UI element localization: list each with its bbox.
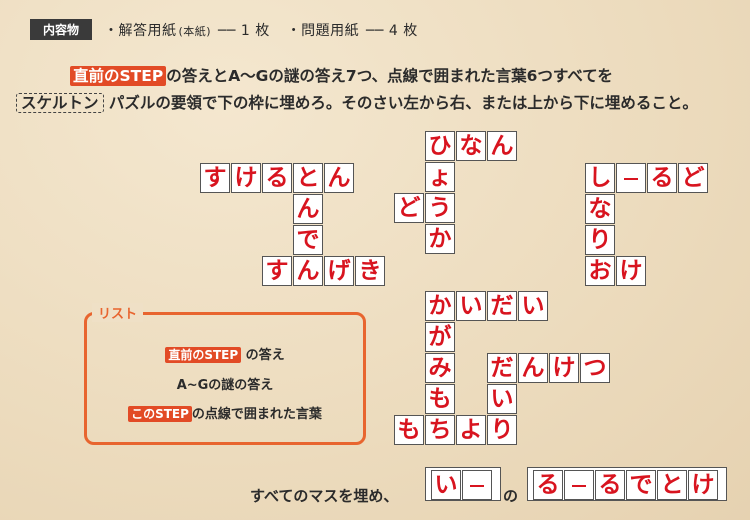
answer-2-cell[interactable]: る	[595, 470, 625, 500]
answer-1-cell[interactable]: い	[431, 470, 461, 500]
word-mochiyori-cell[interactable]: ち	[425, 415, 455, 445]
list-row-1: 直前のSTEP の答え	[84, 344, 366, 363]
answer-1-cell[interactable]	[462, 470, 492, 500]
list-row-1-text: の答え	[245, 348, 285, 363]
word-hinan-cell[interactable]: な	[456, 131, 486, 161]
answer-2-cell[interactable]: と	[657, 470, 687, 500]
word-oke-cell[interactable]: け	[616, 256, 646, 286]
word-you-cell[interactable]: か	[425, 224, 455, 254]
list-row-2-text: A~Gの謎の答え	[176, 378, 274, 393]
word-hinan-cell[interactable]: ひ	[425, 131, 455, 161]
list-row-3-tag: このSTEP	[128, 406, 192, 422]
word-suketon-cell[interactable]: ん	[324, 163, 354, 193]
item-answer-sheet-count: ── 1 枚	[218, 23, 270, 39]
list-row-3-text: の点線で囲まれた言葉	[191, 407, 322, 422]
contents-line: ・解答用紙(本紙) ── 1 枚 ・問題用紙 ── 4 枚	[104, 20, 420, 40]
word-dou-cell[interactable]: ど	[394, 193, 424, 223]
word-shiirudo-cell[interactable]	[616, 163, 646, 193]
word-you-cell[interactable]: ょ	[425, 162, 455, 192]
answer-2-cell[interactable]: で	[626, 470, 656, 500]
word-i-cell[interactable]: い	[487, 384, 517, 414]
word-nari-cell[interactable]: な	[585, 194, 615, 224]
answer-2-cell[interactable]: け	[688, 470, 718, 500]
item-question-sheet-count: ── 4 枚	[366, 23, 418, 39]
list-box	[84, 312, 366, 445]
word-suketon-cell[interactable]: と	[293, 163, 323, 193]
word-kaidai-cell[interactable]: い	[518, 291, 548, 321]
word-sungeki-cell[interactable]: ん	[293, 256, 323, 286]
footer-connector: の	[503, 487, 519, 505]
word-nde-cell[interactable]: で	[293, 225, 323, 255]
word-suketon-cell[interactable]: す	[200, 163, 230, 193]
list-title: リスト	[92, 303, 144, 322]
prev-step-tag: 直前のSTEP	[70, 66, 167, 86]
word-kaidai-cell[interactable]: か	[425, 291, 455, 321]
word-mochiyori-cell[interactable]: り	[487, 415, 517, 445]
word-gami-cell[interactable]: が	[425, 322, 455, 352]
instruction-line-2: スケルトン パズルの要領で下の枠に埋めろ。そのさい左から右、または上から下に埋め…	[0, 91, 750, 113]
word-nari-cell[interactable]: り	[585, 225, 615, 255]
answer-2-cell[interactable]	[564, 470, 594, 500]
skeleton-tag: スケルトン	[16, 93, 104, 113]
word-danketsu-cell[interactable]: ん	[518, 353, 548, 383]
answer-2-cell[interactable]: る	[533, 470, 563, 500]
contents-tag: 内容物	[30, 19, 92, 40]
list-row-1-tag: 直前のSTEP	[165, 347, 242, 363]
word-danketsu-cell[interactable]: け	[549, 353, 579, 383]
instruction-text-1: の答えとA～Gの謎の答え7つ、点線で囲まれた言葉6つすべてを	[166, 67, 613, 85]
footer-text: すべてのマスを埋め、	[250, 487, 399, 505]
item-answer-sheet: ・解答用紙	[104, 23, 177, 39]
word-danketsu-cell[interactable]: つ	[580, 353, 610, 383]
word-mochiyori-cell[interactable]: も	[394, 415, 424, 445]
word-hinan-cell[interactable]: ん	[487, 131, 517, 161]
word-gami-cell[interactable]: み	[425, 353, 455, 383]
word-nari-cell[interactable]: お	[585, 256, 615, 286]
word-suketon-cell[interactable]: る	[262, 163, 292, 193]
word-sungeki-cell[interactable]: げ	[324, 256, 354, 286]
word-sungeki-cell[interactable]: す	[262, 256, 292, 286]
word-shiirudo-cell[interactable]: ど	[678, 163, 708, 193]
word-sungeki-cell[interactable]: き	[355, 256, 385, 286]
word-kaidai-cell[interactable]: い	[456, 291, 486, 321]
word-gami-cell[interactable]: も	[425, 384, 455, 414]
word-nde-cell[interactable]: ん	[293, 194, 323, 224]
word-shiirudo-cell[interactable]: る	[647, 163, 677, 193]
word-you-cell[interactable]: う	[425, 193, 455, 223]
item-question-sheet: ・問題用紙	[286, 23, 360, 39]
item-answer-sheet-note: (本紙)	[178, 25, 212, 38]
word-suketon-cell[interactable]: け	[231, 163, 261, 193]
word-mochiyori-cell[interactable]: よ	[456, 415, 486, 445]
word-danketsu-cell[interactable]: だ	[487, 353, 517, 383]
instruction-text-2: パズルの要領で下の枠に埋めろ。そのさい左から右、または上から下に埋めること。	[108, 94, 698, 112]
list-row-2: A~Gの謎の答え	[84, 374, 366, 393]
word-kaidai-cell[interactable]: だ	[487, 291, 517, 321]
word-shiirudo-cell[interactable]: し	[585, 163, 615, 193]
